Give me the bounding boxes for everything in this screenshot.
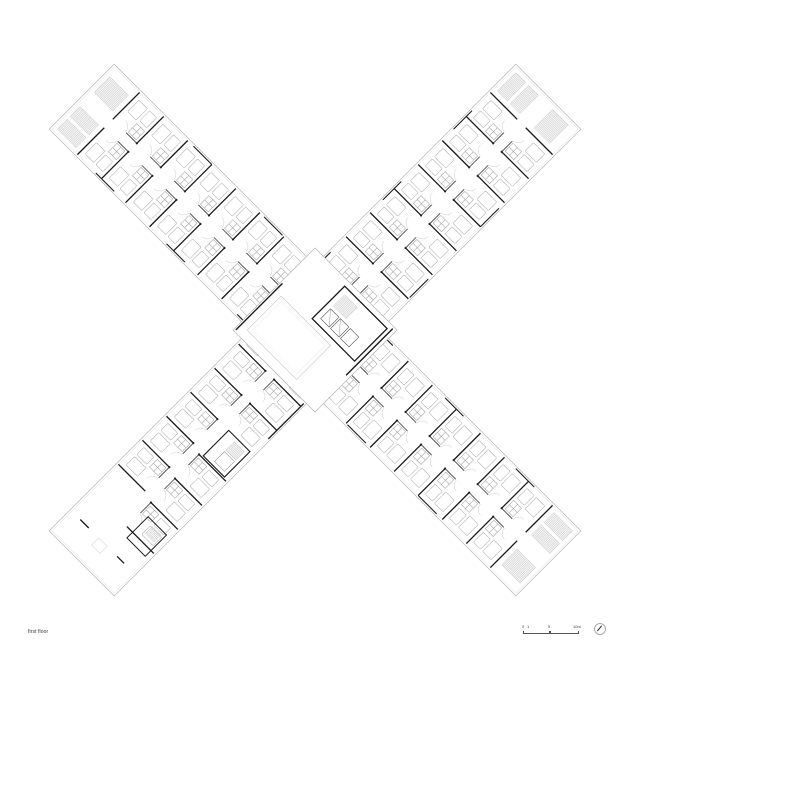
scale-tick-5: 5 [548,624,551,629]
scale-bar-segment [523,631,551,634]
scale-tick-10m: 10m [573,624,581,629]
scale-bar: 0 1 5 10m [522,624,592,638]
scale-tick-1: 1 [527,624,530,629]
scale-tick-0: 0 [522,624,525,629]
scale-bar-segment [549,631,579,634]
central-core [232,247,398,413]
drawing-title: first floor [28,629,49,635]
north-arrow-icon [594,623,606,635]
north-needle [596,625,603,632]
